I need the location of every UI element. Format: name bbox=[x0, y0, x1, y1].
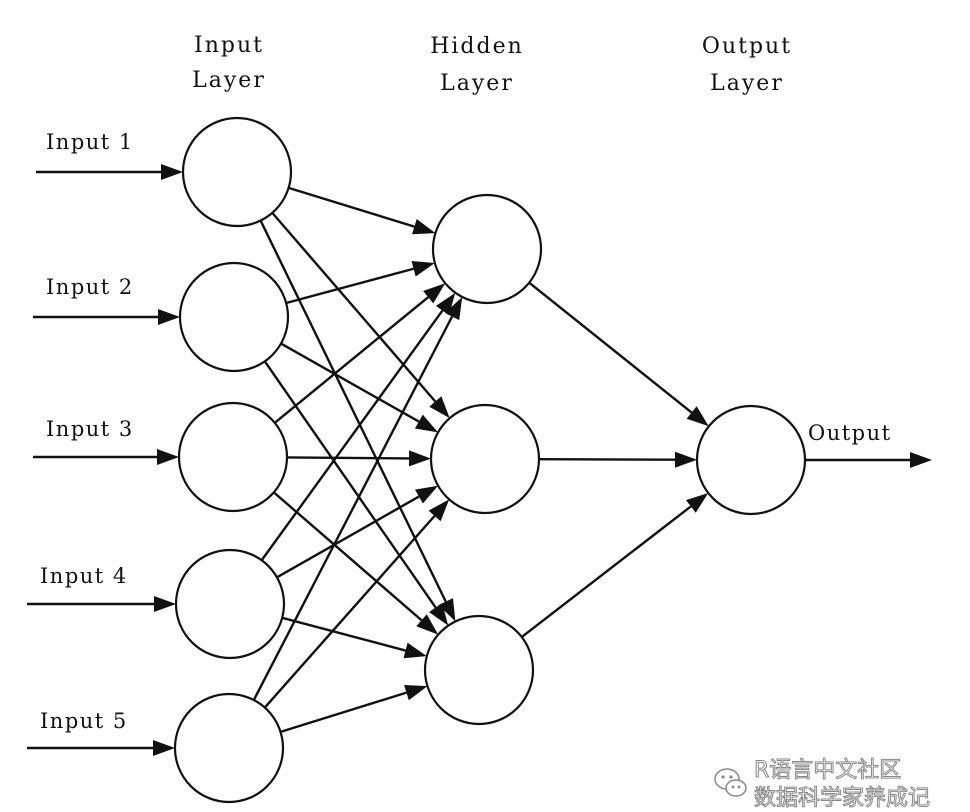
output-arrow bbox=[805, 452, 932, 468]
output-label: Output bbox=[808, 421, 892, 445]
watermark-line-2: 数据科学家养成记 bbox=[753, 786, 931, 812]
input-node-5 bbox=[173, 692, 285, 804]
input-label-4: Input 4 bbox=[40, 564, 128, 588]
input-label-3: Input 3 bbox=[46, 417, 134, 441]
neurons bbox=[173, 116, 807, 804]
edge-input1-hidden1 bbox=[288, 186, 436, 235]
hidden-node-2 bbox=[429, 403, 541, 515]
edge-input3-hidden2 bbox=[286, 450, 432, 467]
output-node bbox=[695, 404, 807, 516]
edge-input2-hidden1 bbox=[285, 261, 435, 305]
edge-input5-hidden3 bbox=[280, 684, 428, 734]
input-layer-title-line1: Input bbox=[194, 33, 264, 58]
input-node-4 bbox=[174, 548, 286, 660]
hidden-node-3 bbox=[423, 614, 535, 726]
edge-input1-hidden2 bbox=[271, 212, 450, 419]
input-node-2 bbox=[178, 261, 290, 373]
edge-input5-hidden2 bbox=[263, 499, 450, 709]
edge-input4-hidden3 bbox=[281, 616, 427, 659]
hidden-node-1 bbox=[431, 193, 543, 305]
edge-input2-hidden2 bbox=[280, 342, 439, 433]
edge-input3-hidden1 bbox=[274, 283, 446, 424]
input-label-2: Input 2 bbox=[46, 275, 134, 299]
layer-titles: Input Layer Hidden Layer Output Layer bbox=[192, 33, 792, 96]
input-label-1: Input 1 bbox=[46, 130, 134, 154]
input-labels: Input 1 Input 2 Input 3 Input 4 Input 5 bbox=[40, 130, 134, 733]
input-layer-title-line2: Layer bbox=[192, 68, 266, 93]
input-arrow-5 bbox=[27, 740, 175, 756]
input-arrow-3 bbox=[33, 449, 179, 465]
edge-hidden3-output bbox=[521, 493, 709, 638]
input-arrow-4 bbox=[27, 596, 176, 612]
edge-input5-hidden1 bbox=[252, 296, 463, 701]
input-arrow-2 bbox=[33, 309, 180, 325]
edge-input4-hidden2 bbox=[276, 485, 439, 579]
wechat-icon bbox=[714, 768, 747, 797]
hidden-layer-title-line1: Hidden bbox=[430, 34, 524, 59]
input-label-5: Input 5 bbox=[40, 709, 128, 733]
input-node-3 bbox=[177, 401, 289, 513]
edge-hidden2-output bbox=[538, 451, 698, 468]
edge-input2-hidden3 bbox=[263, 360, 449, 626]
edge-input3-hidden3 bbox=[273, 491, 439, 635]
output-layer-title-line1: Output bbox=[702, 34, 792, 59]
input-arrow-1 bbox=[36, 164, 183, 180]
input-node-1 bbox=[181, 116, 293, 228]
edge-hidden1-output bbox=[528, 281, 709, 427]
hidden-layer-title-line2: Layer bbox=[440, 71, 514, 96]
connections bbox=[27, 164, 932, 756]
output-layer-title-line2: Layer bbox=[710, 71, 784, 96]
watermark: R语言中文社区 数据科学家养成记 bbox=[712, 752, 942, 812]
watermark-line-1: R语言中文社区 bbox=[753, 758, 902, 784]
